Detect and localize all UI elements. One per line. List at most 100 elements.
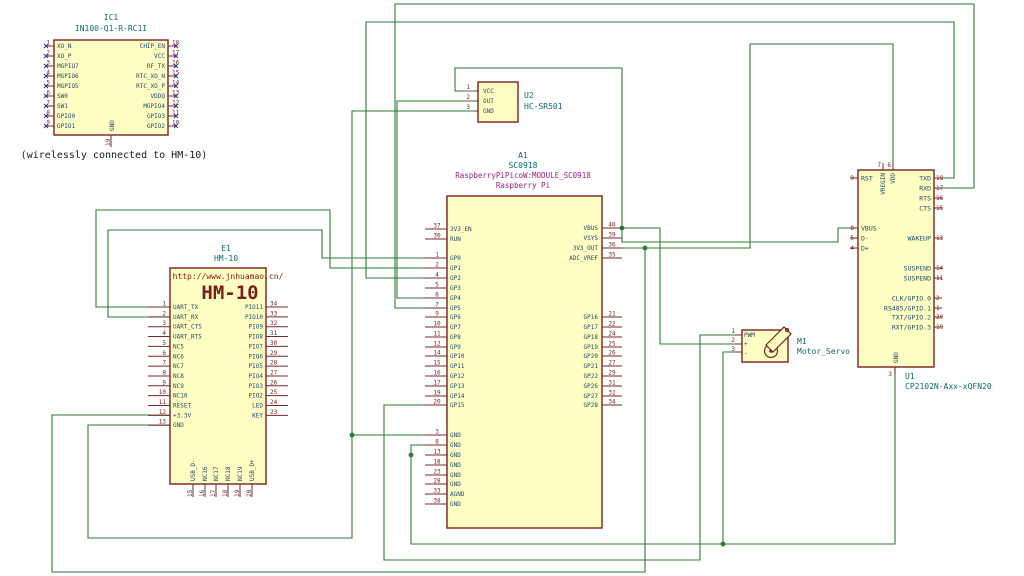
u1-pin-name: RS485/GPIO.1 xyxy=(884,305,931,313)
e1-pin-number: 33 xyxy=(270,310,278,317)
a1-description: Raspberry Pi xyxy=(496,181,550,190)
ic1-pin-number: 10 xyxy=(172,120,180,127)
wire-gp5-rxd xyxy=(394,3,975,309)
e1-pin-number: 8 xyxy=(162,369,166,376)
a1-pin-number: 11 xyxy=(433,331,441,338)
e1-pin-number: 23 xyxy=(270,409,278,416)
no-connect-mark xyxy=(173,53,179,59)
m1-value: Motor_Servo xyxy=(797,347,850,356)
a1-pin-number: 14 xyxy=(433,350,441,357)
u1-pin-number: 4 xyxy=(850,245,854,252)
m1-component[interactable]: 1 2 3 PWM + - M1 Motor_Servo xyxy=(731,326,850,363)
ic1-pin-name: MGPIO6 xyxy=(57,73,79,80)
e1-reference: E1 xyxy=(221,244,231,253)
u1-pin-number: 18 xyxy=(936,175,944,182)
e1-pin-name: UART_TX xyxy=(173,304,199,311)
ic1-pin-number: 11 xyxy=(172,110,180,117)
e1-pin-name: PIO2 xyxy=(249,393,264,400)
no-connect-mark xyxy=(173,83,179,89)
a1-value: SC0918 xyxy=(509,161,538,170)
e1-pin-number: 29 xyxy=(270,350,278,357)
wire-hm10-3v3 xyxy=(51,248,646,573)
e1-pin-number: 28 xyxy=(270,360,278,367)
u1-pin-name: CTS xyxy=(919,205,931,213)
a1-pin-name: GP3 xyxy=(450,285,461,292)
e1-pin-number: 13 xyxy=(159,419,167,426)
a1-pin-name: GP22 xyxy=(584,373,599,380)
m1-pin-number: 1 xyxy=(731,328,735,335)
u1-pin-number: 13 xyxy=(936,235,944,242)
no-connect-mark xyxy=(173,73,179,79)
ic1-pin-number: 17 xyxy=(172,50,180,57)
e1-pin-name: NC8 xyxy=(173,373,184,380)
e1-pin-name: UART_RX xyxy=(173,314,199,321)
e1-pin-name: PIO9 xyxy=(249,324,264,331)
a1-pin-name: ADC_VREF xyxy=(569,255,598,262)
ic1-value: IN100-Q1-R-RC1I xyxy=(75,24,147,33)
a1-pin-number: 26 xyxy=(608,350,616,357)
e1-pin-number: 4 xyxy=(162,330,166,337)
e1-pin-number: 25 xyxy=(270,389,278,396)
no-connect-mark xyxy=(43,93,49,99)
a1-pin-name: GND xyxy=(450,462,461,469)
a1-pin-name: GP0 xyxy=(450,255,461,262)
wire-u2-out xyxy=(396,100,474,299)
m1-pin-plus: + xyxy=(744,341,748,348)
u2-component[interactable]: VCC OUT GND 1 2 3 U2 HC-SR501 xyxy=(466,81,563,123)
u1-gnd-pin-number: 3 xyxy=(888,371,892,378)
u1-pin-name: TXT/GPIO.2 xyxy=(892,314,931,322)
ic1-pin-name: RTC_XO_N xyxy=(136,73,165,80)
u1-body xyxy=(857,169,935,368)
u1-pin-name: RTS xyxy=(919,195,931,203)
ic1-pin-number: 8 xyxy=(46,110,50,117)
a1-pin-name: GP20 xyxy=(584,353,599,360)
u1-pin-number: 8 xyxy=(850,225,854,232)
ic1-pin-name: SW0 xyxy=(57,93,68,100)
e1-pin-name: KEY xyxy=(252,412,263,419)
a1-pin-name: VBUS xyxy=(584,225,599,232)
junction-dot xyxy=(642,245,648,251)
e1-pin-number: 24 xyxy=(270,399,278,406)
a1-pin-number: 5 xyxy=(435,282,439,289)
a1-pin-number: 7 xyxy=(435,302,439,309)
wire-hm10-gnd xyxy=(87,424,353,539)
u1-pin-name: TXD xyxy=(919,175,931,183)
e1-pin-number: 27 xyxy=(270,369,278,376)
ic1-pin-number: 9 xyxy=(46,120,50,127)
ic1-pin-name: GPIO0 xyxy=(57,113,75,120)
e1-pin-number: 31 xyxy=(270,330,278,337)
e1-pin-name: NC5 xyxy=(173,343,184,350)
a1-pin-name: GP4 xyxy=(450,295,461,302)
wire-vbus xyxy=(602,227,858,243)
a1-pin-number: 35 xyxy=(608,252,616,259)
e1-pin-name: NC17 xyxy=(213,466,220,481)
a1-pin-number: 10 xyxy=(433,321,441,328)
a1-pin-name: GP7 xyxy=(450,324,461,331)
a1-pin-number: 32 xyxy=(608,390,616,397)
a1-pin-number: 18 xyxy=(433,459,441,466)
no-connect-mark xyxy=(173,123,179,129)
wire-servo-gnd xyxy=(722,351,742,544)
u2-pin-number: 3 xyxy=(466,104,470,111)
a1-pin-number: 30 xyxy=(433,233,441,240)
u1-pin-name: VDD xyxy=(890,173,897,184)
e1-component[interactable]: E1 HM-10 http://www.jnhuamao.cn/ HM-10 1… xyxy=(148,244,288,497)
a1-pin-number: 2 xyxy=(435,262,439,269)
e1-pin-number: 32 xyxy=(270,320,278,327)
ic1-pin-number: 13 xyxy=(172,90,180,97)
e1-pin-name: UART_CTS xyxy=(173,324,202,331)
e1-pin-name: PIO10 xyxy=(245,314,263,321)
e1-pin-name: NC7 xyxy=(173,363,184,370)
a1-pin-number: 28 xyxy=(433,478,441,485)
e1-pin-name: NC6 xyxy=(173,353,184,360)
a1-component[interactable]: A1 SC0918 RaspberryPiPicoW:MODULE_SC0918… xyxy=(425,151,622,529)
m1-pin-minus: - xyxy=(744,350,748,357)
a1-pin-name: VSYS xyxy=(584,235,599,242)
e1-pin-number: 15 xyxy=(187,489,194,497)
a1-pin-name: GP5 xyxy=(450,305,461,312)
